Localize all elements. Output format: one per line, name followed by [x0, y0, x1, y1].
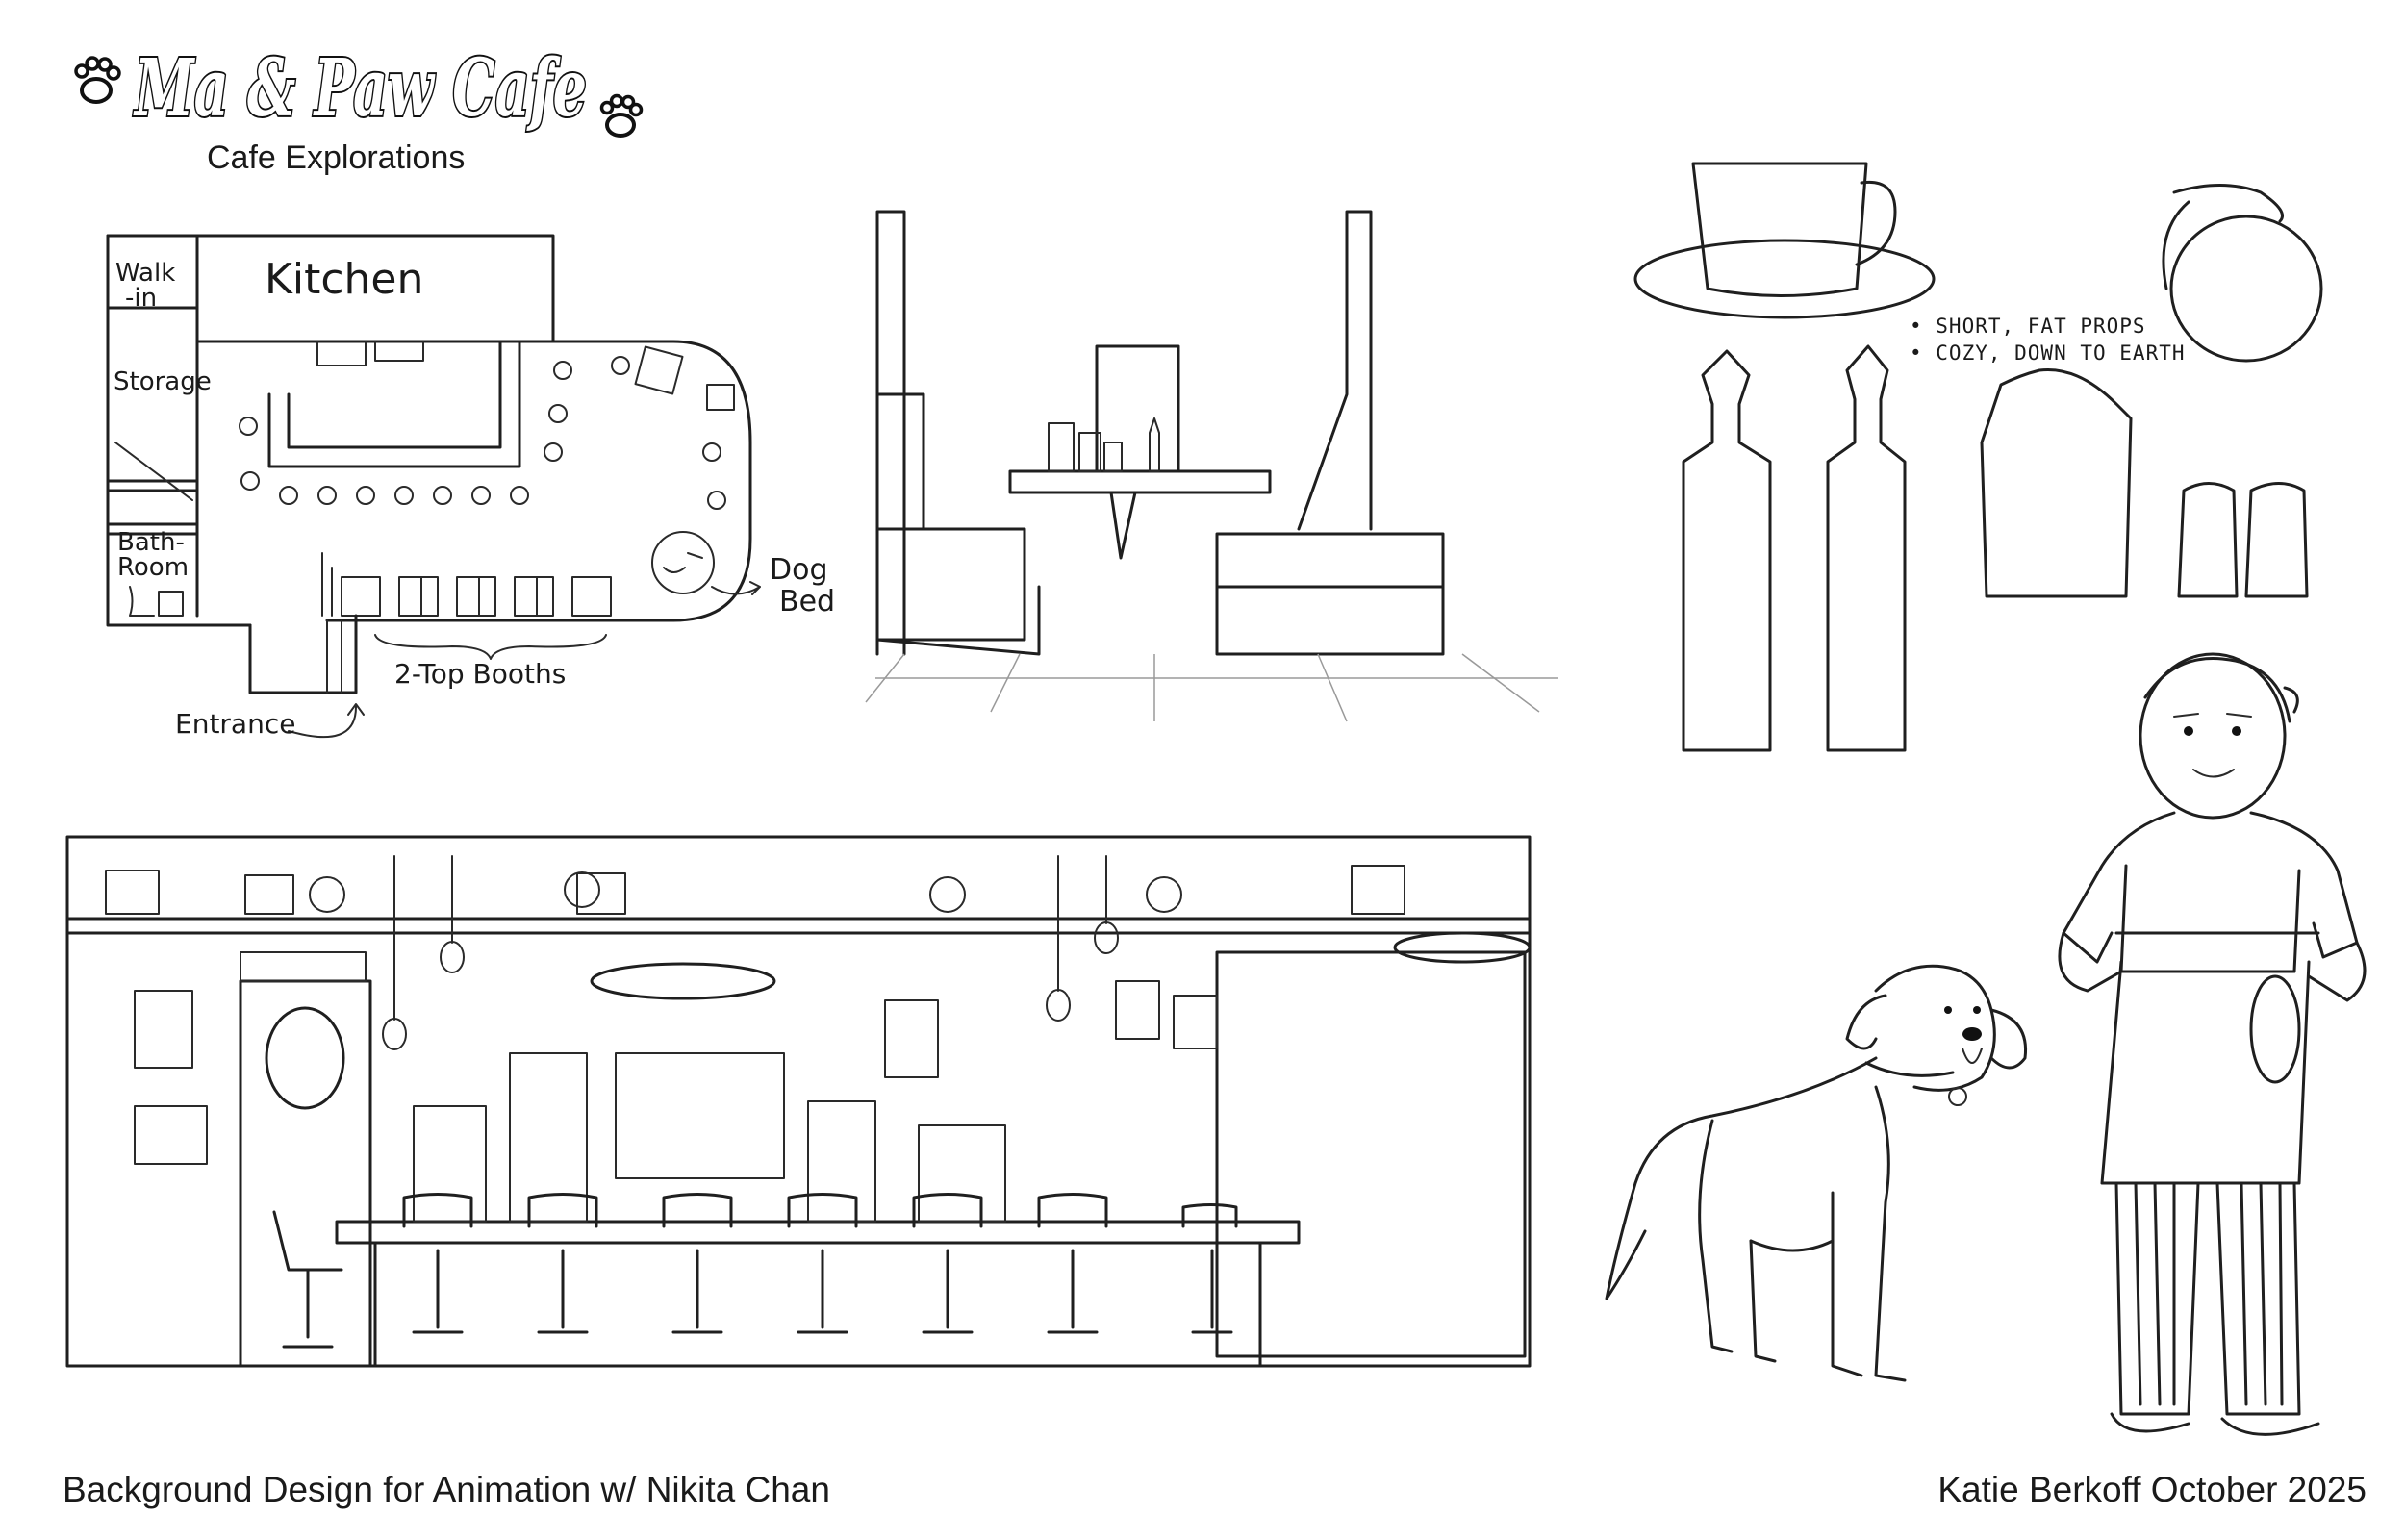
label-bathroom-2: Room: [117, 553, 189, 582]
label-walk-in-2: -in: [125, 284, 157, 313]
label-storage: Storage: [114, 367, 212, 396]
note-line: • SHORT, FAT PROPS: [1910, 315, 2146, 338]
cafe-interior-sketch: [65, 835, 1532, 1368]
logo-wordmark: Ma & Paw Cafe: [133, 42, 587, 135]
character-sketch: [2058, 652, 2367, 1436]
cafe-logo: Ma & Paw Cafe: [58, 27, 654, 152]
booth-sketch: [865, 210, 1558, 722]
paw-print-icon: [599, 93, 644, 138]
footer-artist-credit: Katie Berkoff October 2025: [1937, 1470, 2367, 1509]
label-booths: 2-Top Booths: [394, 658, 566, 690]
label-dog-bed: Dog: [770, 553, 828, 587]
label-dog-bed-2: Bed: [779, 585, 835, 619]
label-kitchen: Kitchen: [265, 255, 423, 304]
floor-plan-sketch: Walk -in Kitchen Storage Bath- Room Dog …: [106, 234, 835, 740]
label-bathroom: Bath-: [117, 528, 185, 557]
label-entrance: Entrance: [175, 708, 295, 740]
footer-course-credit: Background Design for Animation w/ Nikit…: [63, 1470, 830, 1509]
note-line: • COZY, DOWN TO EARTH: [1910, 341, 2186, 365]
props-sketch: [1633, 162, 2323, 752]
label-walk-in: Walk: [115, 259, 175, 288]
paw-print-icon: [74, 56, 121, 104]
dog-sketch: [1605, 964, 2028, 1382]
page-subtitle: Cafe Explorations: [207, 139, 466, 176]
props-notes: • SHORT, FAT PROPS • COZY, DOWN TO EARTH: [1910, 313, 2186, 366]
